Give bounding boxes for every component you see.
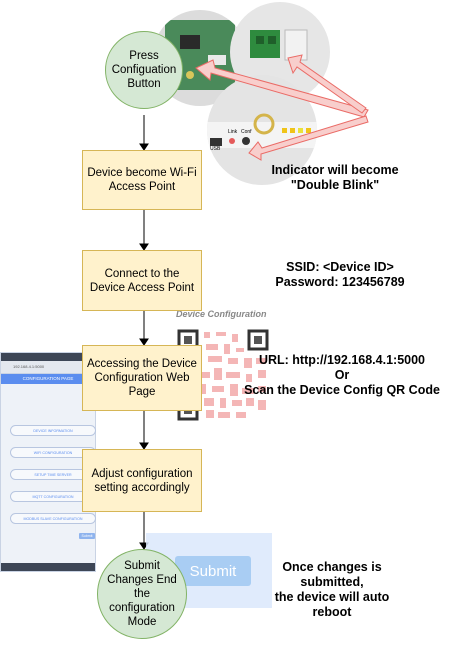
flow-connectors [139, 115, 149, 550]
node-submit-changes: Submit Changes End the configuration Mod… [97, 549, 187, 639]
qr-title: Device Configuration [176, 309, 267, 319]
phone-url-bar: 192.168.4.1:5000 [1, 361, 95, 374]
phone-submit-button: Submit [79, 533, 95, 539]
note-password: Password: 123456789 [275, 275, 405, 289]
pink-arrow-1 [195, 59, 369, 118]
note-scan-qr: Scan the Device Config QR Code [244, 383, 440, 397]
note-indicator-line1: Indicator will become [271, 163, 399, 177]
note-reboot-line3: the device will auto [274, 590, 390, 604]
note-or: Or [334, 368, 350, 382]
note-credentials: SSID: <Device ID> Password: 123456789 [262, 260, 418, 290]
submit-preview-button: Submit [175, 556, 251, 586]
pink-arrow-2 [287, 54, 367, 114]
note-indicator-line2: "Double Blink" [290, 178, 380, 192]
phone-item-modbus: MODBUS SLAVE CONFIGURATION [10, 513, 96, 524]
node-access-config-page: Accessing the Device Configuration Web P… [82, 345, 202, 411]
node-adjust-config: Adjust configuration setting accordingly [82, 449, 202, 512]
link-label: Link [228, 129, 238, 135]
node-press-config-button: Press Configuation Button [105, 31, 183, 109]
board-photo-2 [230, 2, 330, 102]
note-reboot-line2: submitted, [300, 575, 364, 589]
phone-screenshot: 192.168.4.1:5000 CONFIGURATION PAGE DEVI… [0, 352, 96, 572]
note-reboot: Once changes is submitted, the device wi… [262, 560, 402, 620]
indicator-arrows [195, 54, 369, 161]
phone-config-header: CONFIGURATION PAGE [1, 374, 95, 384]
phone-status-bar [1, 353, 95, 361]
node-connect-access-point: Connect to the Device Access Point [82, 250, 202, 311]
conf-label: Conf [241, 129, 252, 135]
usb-label: USB [210, 146, 221, 152]
note-ssid: SSID: <Device ID> [286, 260, 394, 274]
note-indicator: Indicator will become "Double Blink" [262, 163, 408, 193]
note-url-line: URL: http://192.168.4.1:5000 [258, 353, 426, 367]
note-reboot-line1: Once changes is [282, 560, 382, 574]
phone-item-device-info: DEVICE INFORMATION [10, 425, 96, 436]
node-wifi-access-point: Device become Wi-Fi Access Point [82, 150, 202, 210]
note-reboot-line4: reboot [312, 605, 352, 619]
note-url: URL: http://192.168.4.1:5000 Or Scan the… [234, 353, 450, 398]
phone-nav-bar [1, 563, 95, 571]
pink-arrow-3 [248, 115, 369, 161]
